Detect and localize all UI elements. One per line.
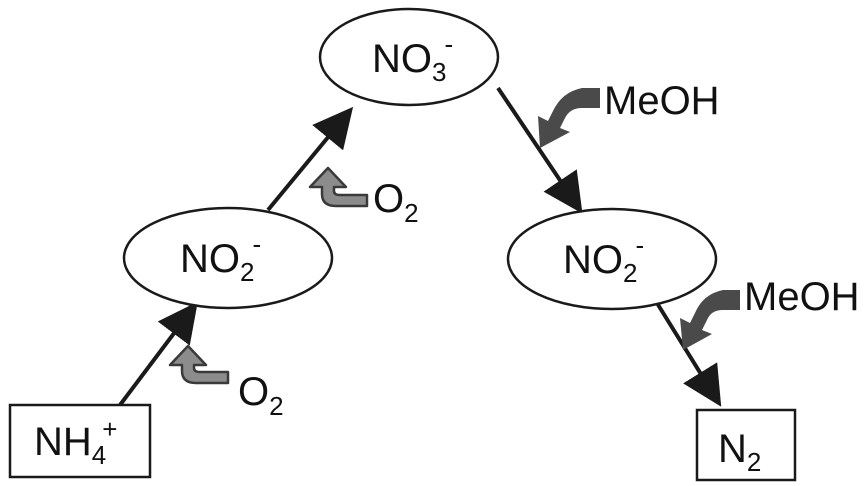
node-nitrite-right: NO2- (506, 207, 718, 311)
reagent-oxygen-upper: O2 (308, 166, 419, 228)
arrow-nitrite-to-nitrate (266, 106, 354, 212)
node-box (8, 403, 152, 479)
reagent-label: O2 (373, 177, 419, 228)
node-label: NO2- (563, 230, 644, 288)
reagent-methanol-upper: MeOH (538, 79, 720, 148)
node-ellipse (122, 206, 334, 310)
curved-arrow-dark-icon (680, 290, 740, 350)
node-ellipse (506, 207, 718, 311)
node-label: N2 (718, 427, 761, 477)
node-nitrogen: N2 (695, 408, 797, 482)
reagent-oxygen-lower: O2 (168, 344, 284, 421)
reagent-label: O2 (238, 370, 284, 421)
node-label: NH4+ (34, 414, 117, 470)
node-label: NO3- (372, 29, 453, 87)
node-ammonium: NH4+ (8, 403, 152, 479)
node-box (695, 408, 797, 482)
reagent-methanol-lower: MeOH (680, 275, 860, 350)
curved-arrow-dark-icon (538, 88, 600, 148)
node-ellipse (318, 7, 500, 107)
node-nitrite-left: NO2- (122, 206, 334, 310)
curved-arrow-gray-icon (168, 344, 230, 385)
curved-arrow-gray-icon (308, 166, 369, 208)
node-nitrate: NO3- (318, 7, 500, 107)
node-label: NO2- (180, 229, 261, 287)
reagent-label: MeOH (604, 79, 720, 123)
reagent-label: MeOH (744, 275, 860, 319)
arrow-ammonium-to-nitrite (118, 301, 198, 407)
arrow-nitrate-to-nitrite (496, 86, 583, 214)
